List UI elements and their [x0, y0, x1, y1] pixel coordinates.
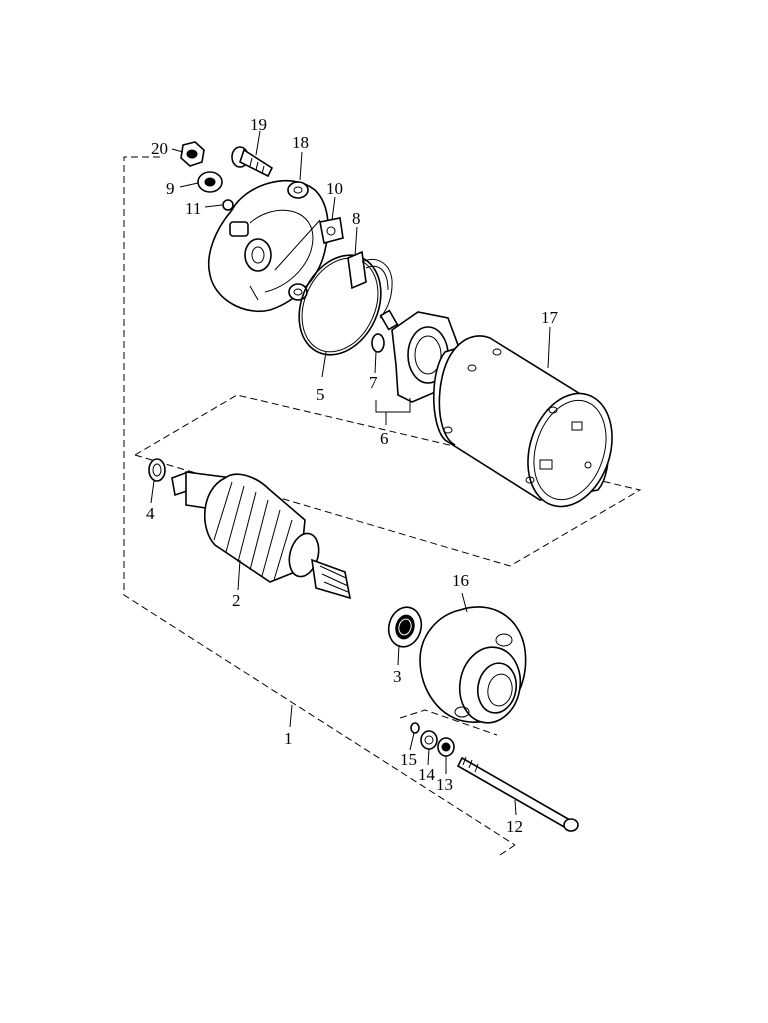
callout-4: 4: [146, 504, 155, 523]
callout-14: 14: [418, 765, 436, 784]
nut: [180, 141, 205, 167]
callout-20: 20: [151, 139, 168, 158]
callout-1: 1: [284, 729, 293, 748]
callout-19: 19: [250, 115, 267, 134]
callout-12: 12: [506, 817, 523, 836]
callout-3: 3: [393, 667, 402, 686]
assembly-outline: [123, 156, 642, 856]
callout-18: 18: [292, 133, 309, 152]
through-bolt-12: [456, 756, 579, 832]
callout-17: 17: [541, 308, 559, 327]
callout-5: 5: [316, 385, 325, 404]
armature: [171, 470, 352, 600]
callout-8: 8: [352, 209, 361, 228]
washer-13: [437, 737, 455, 757]
oil-seal-3: [387, 606, 423, 648]
washer-14: [420, 730, 438, 750]
leader-lines: [150, 130, 551, 816]
terminal-bolt: [231, 146, 274, 178]
callout-10: 10: [326, 179, 343, 198]
washer-9: [197, 171, 223, 193]
callout-11: 11: [185, 199, 201, 218]
washer-4: [148, 458, 166, 482]
o-ring-7: [371, 333, 385, 353]
callout-15: 15: [400, 750, 417, 769]
brush-8: [347, 250, 393, 319]
callout-2: 2: [232, 591, 241, 610]
front-cover-16: [419, 606, 527, 724]
callout-labels: 1 2 3 4 5 6 7 8 9 10 11 12 13 14 15 16 1…: [146, 115, 559, 836]
callout-7: 7: [369, 373, 378, 392]
washer-15: [410, 722, 420, 734]
callout-6: 6: [380, 429, 389, 448]
callout-16: 16: [452, 571, 469, 590]
o-ring-11: [222, 199, 234, 211]
plate-10: [319, 217, 344, 244]
callout-13: 13: [436, 775, 453, 794]
callout-9: 9: [166, 179, 175, 198]
yoke-housing: [432, 335, 613, 508]
